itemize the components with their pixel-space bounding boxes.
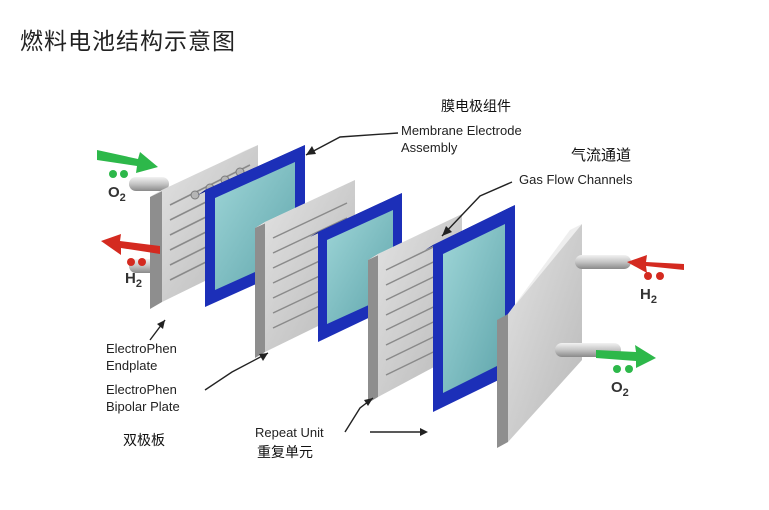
repeat-unit-label-en: Repeat Unit <box>255 425 324 440</box>
h2-outflow-arrow <box>101 234 160 255</box>
o2-inflow-arrow <box>97 150 158 173</box>
bipolar-label-zh: 双极板 <box>123 433 165 449</box>
page-title: 燃料电池结构示意图 <box>20 29 236 55</box>
endplate-label-line2: Endplate <box>106 358 158 373</box>
o2-left-label: O2 <box>108 184 126 204</box>
h2-right-molecule <box>644 272 664 280</box>
o2-left-molecule <box>109 170 128 178</box>
h2-inflow-arrow <box>627 255 684 273</box>
endplate-label-line1: ElectroPhen <box>106 341 177 356</box>
o2-right-label: O2 <box>611 379 629 399</box>
right-endplate <box>497 224 631 448</box>
h2-left-molecule <box>127 258 146 266</box>
gas-channel-label-zh: 气流通道 <box>571 146 632 164</box>
bipolar-label-line2: Bipolar Plate <box>106 399 180 414</box>
mea-label-en-line2: Assembly <box>401 140 458 155</box>
o2-right-molecule <box>613 365 633 373</box>
mea-label-zh: 膜电极组件 <box>441 99 511 115</box>
h2-right-label: H2 <box>640 286 657 306</box>
mea-label-en-line1: Membrane Electrode <box>401 123 522 138</box>
mea-pointer <box>305 132 399 156</box>
bipolar-pointer <box>204 352 269 391</box>
o2-inlet-pipe <box>129 177 169 191</box>
h2-left-label: H2 <box>125 270 142 290</box>
bipolar-label-line1: ElectroPhen <box>106 382 177 397</box>
gas-channel-pointer <box>441 181 513 237</box>
gas-channel-label-en: Gas Flow Channels <box>519 172 633 187</box>
repeat-unit-label-zh: 重复单元 <box>257 445 313 461</box>
o2-outflow-arrow <box>596 345 656 368</box>
membrane-electrode-assembly-3 <box>425 205 515 412</box>
h2-inlet-pipe <box>575 255 631 269</box>
